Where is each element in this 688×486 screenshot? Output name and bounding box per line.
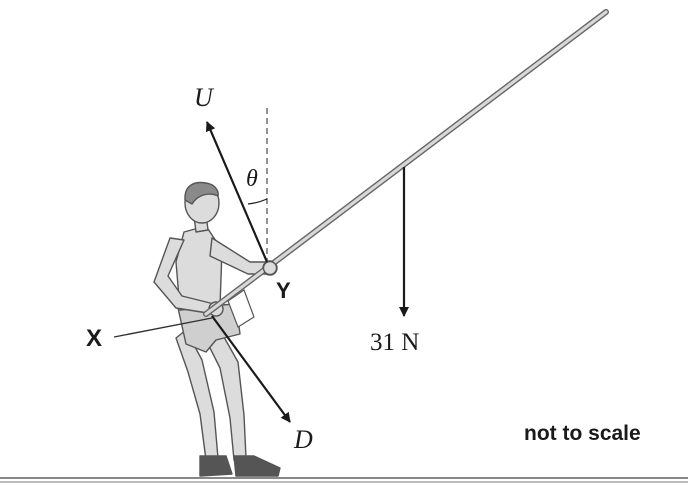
athlete-right-shoe [233, 455, 281, 477]
force-d-arrow [211, 315, 291, 423]
force-d-label: D [293, 425, 313, 454]
right-angle-marker [227, 289, 255, 328]
athlete-left-shoe [199, 455, 233, 477]
force-u-label: U [194, 83, 215, 112]
angle-arc [247, 198, 268, 205]
point-x-pointer [113, 317, 213, 338]
athlete-figure [153, 181, 281, 477]
athlete-hair [184, 181, 219, 205]
angle-label: θ [246, 166, 258, 192]
not-to-scale-note: not to scale [524, 422, 641, 445]
ground [0, 477, 688, 483]
force-u-arrow [205, 121, 269, 263]
weight-label: 31 N [370, 329, 419, 356]
point-x-label: X [86, 325, 102, 352]
point-y-label: Y [276, 278, 291, 303]
athlete-upper-hand-grip [262, 260, 278, 276]
